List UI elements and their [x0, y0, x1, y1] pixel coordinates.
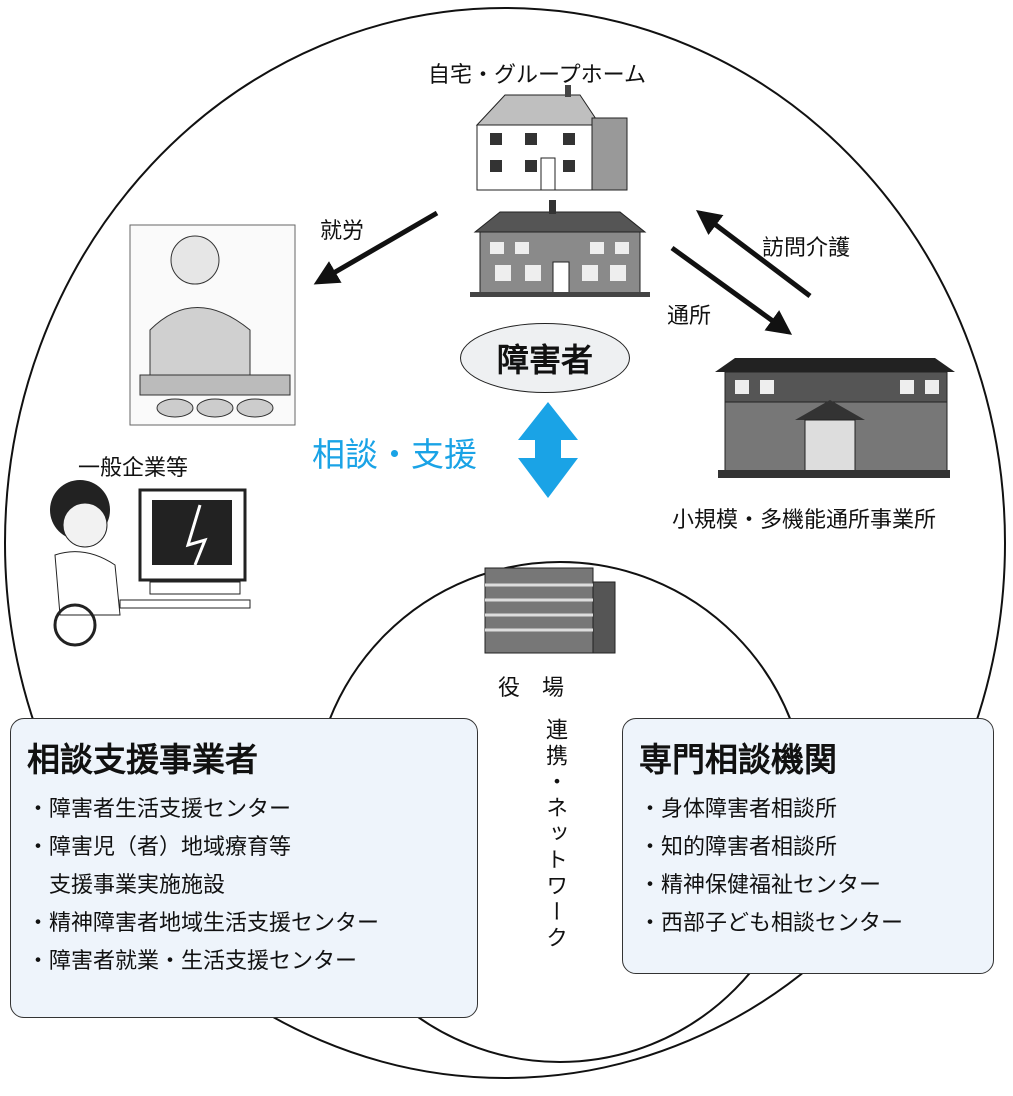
center-label: 障害者: [496, 341, 593, 379]
right-box-title: 専門相談機関: [639, 740, 837, 779]
list-item: 支援事業実施施設: [49, 873, 226, 898]
work-label: 就労: [320, 219, 365, 244]
consult-support-label: 相談・支援: [312, 435, 477, 474]
office-building-illustration: [484, 567, 616, 654]
consultation-support-box: 相談支援事業者 障害者生活支援センター 障害児（者）地域療育等 支援事業実施施設…: [10, 718, 478, 1018]
outer-circle: [4, 7, 1006, 1079]
commute-label: 通所: [667, 304, 712, 329]
left-box-title: 相談支援事業者: [27, 740, 258, 779]
facility-illustration: [715, 358, 955, 478]
home-label: 自宅・グループホーム: [428, 63, 647, 88]
network-label: 連携・ネットワーク: [542, 718, 567, 952]
list-item: 身体障害者相談所: [639, 791, 977, 829]
left-box-list: 障害者生活支援センター 障害児（者）地域療育等 支援事業実施施設 精神障害者地域…: [27, 791, 461, 981]
visit-care-label: 訪問介護: [762, 236, 851, 261]
list-item: 精神保健福祉センター: [639, 867, 977, 905]
list-item: 精神障害者地域生活支援センター: [27, 905, 461, 943]
facility-label: 小規模・多機能通所事業所: [672, 508, 937, 533]
right-box-list: 身体障害者相談所 知的障害者相談所 精神保健福祉センター 西部子ども相談センター: [639, 791, 977, 943]
list-item: 障害者就業・生活支援センター: [27, 943, 461, 981]
list-item: 障害児（者）地域療育等: [27, 829, 461, 867]
list-item: 知的障害者相談所: [639, 829, 977, 867]
office-label: 役 場: [498, 676, 565, 701]
arrow-work: [313, 210, 439, 285]
center-person-oval: 障害者: [460, 323, 630, 393]
office-worker-illustration: [50, 480, 251, 647]
arrow-visit-care: [696, 209, 812, 298]
worker-illustration: [129, 224, 296, 426]
arrow-commute: [670, 245, 793, 335]
list-item: 西部子ども相談センター: [639, 905, 977, 943]
home-illustration: [475, 85, 628, 191]
group-home-illustration: [470, 200, 650, 297]
company-label: 一般企業等: [78, 456, 189, 481]
specialist-agency-box: 専門相談機関 身体障害者相談所 知的障害者相談所 精神保健福祉センター 西部子ど…: [622, 718, 994, 974]
list-item: 障害者生活支援センター: [27, 791, 461, 829]
consult-support-arrow: [518, 402, 578, 498]
